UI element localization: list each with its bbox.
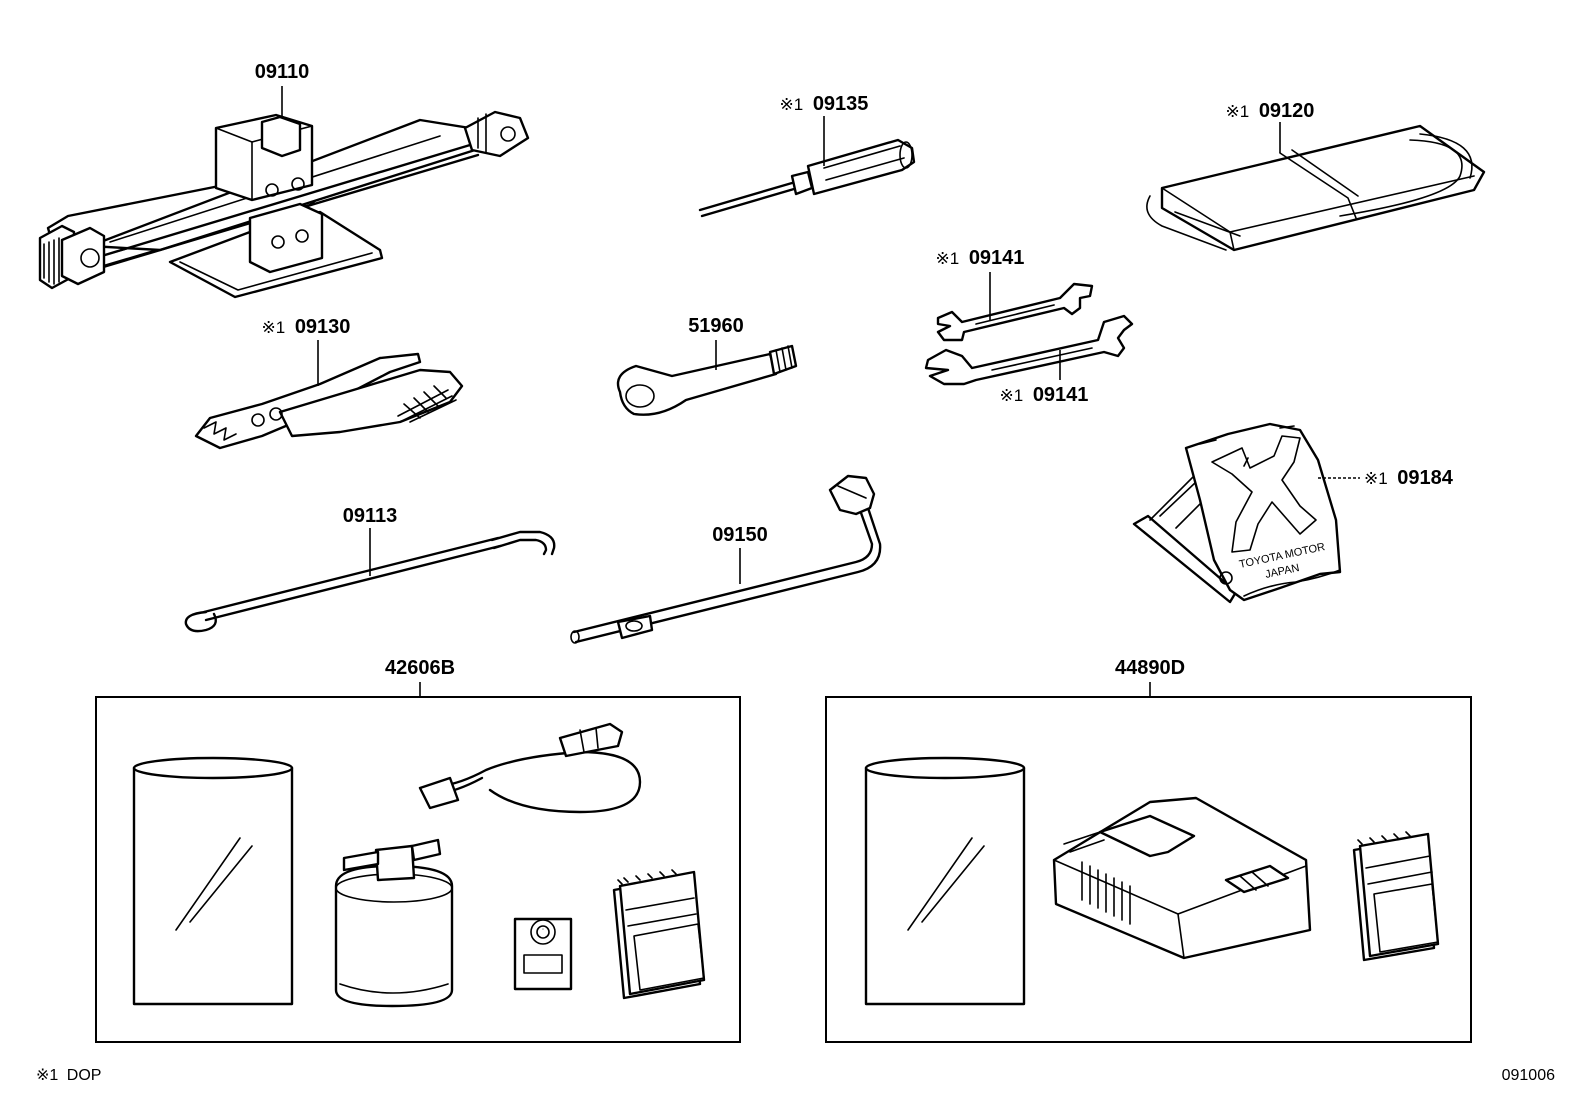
footnote: ※1 DOP (36, 1067, 101, 1084)
figure-code: 091006 (1502, 1067, 1555, 1084)
callout-lug-wrench: 09150 (712, 524, 768, 546)
callout-wrench-upper: ※1 09141 (936, 247, 1025, 269)
callout-jack-handle: 09113 (343, 505, 398, 527)
footnote-text: DOP (67, 1067, 102, 1084)
callout-wrench-lower: ※1 09141 (1000, 384, 1089, 406)
pliers-drawing (194, 340, 464, 450)
callout-wheel-chock: ※1 09184 (1364, 467, 1454, 489)
callout-screwdriver-number: 09135 (813, 93, 869, 115)
callout-wrench-upper-number: 09141 (969, 247, 1025, 269)
callout-repair-kit-left: 42606B (385, 657, 455, 679)
callout-screwdriver: ※1 09135 (780, 93, 869, 115)
callout-pliers: ※1 09130 (262, 316, 351, 338)
tool-bag-drawing (1146, 122, 1486, 252)
wrench-upper-drawing (936, 272, 1094, 342)
scissor-jack-drawing (38, 86, 530, 299)
footnote-marker: ※1 (36, 1067, 58, 1084)
repair-kit-box-right (825, 682, 1472, 1043)
callout-jack: 09110 (255, 61, 310, 83)
callout-screwdriver-marker: ※1 (780, 95, 804, 114)
callout-pliers-marker: ※1 (262, 318, 286, 337)
ring-bolt-drawing (616, 340, 798, 416)
callout-wheel-chock-marker: ※1 (1364, 469, 1388, 488)
wrench-lower-drawing (924, 314, 1134, 386)
callout-wrench-lower-marker: ※1 (1000, 386, 1024, 405)
repair-kit-box-left (95, 682, 741, 1043)
callout-tool-bag-marker: ※1 (1226, 102, 1250, 121)
wheel-chock-drawing: TOYOTA MOTOR JAPAN (1132, 422, 1360, 604)
callout-pliers-number: 09130 (295, 316, 351, 338)
screwdriver-drawing (698, 116, 916, 218)
lug-wrench-drawing (570, 474, 882, 644)
callout-tool-bag-number: 09120 (1259, 100, 1315, 122)
callout-wrench-lower-number: 09141 (1033, 384, 1089, 406)
callout-wrench-upper-marker: ※1 (936, 249, 960, 268)
callout-tool-bag: ※1 09120 (1226, 100, 1315, 122)
callout-repair-kit-right: 44890D (1115, 657, 1185, 679)
jack-handle-drawing (184, 528, 556, 633)
callout-wheel-chock-number: 09184 (1397, 467, 1453, 489)
callout-ring-bolt: 51960 (688, 315, 744, 337)
